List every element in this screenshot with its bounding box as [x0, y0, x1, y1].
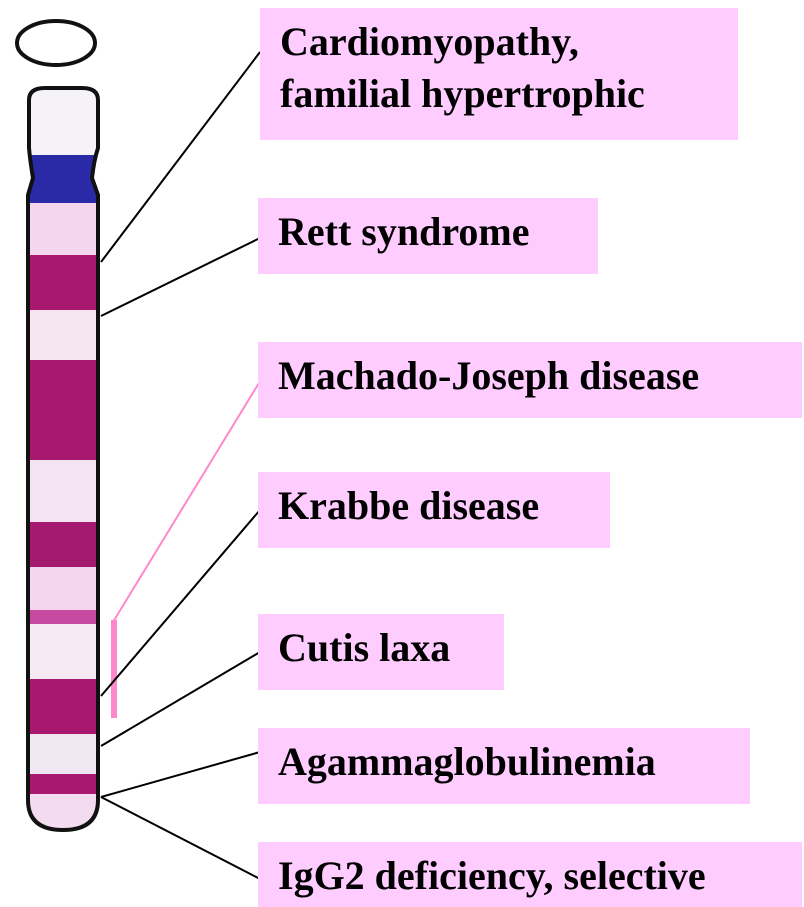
label-line: Krabbe disease: [278, 480, 590, 532]
label-line: familial hypertrophic: [280, 68, 718, 120]
connector-cardiomyopathy: [101, 52, 260, 262]
locus-marker-bar: [111, 620, 117, 718]
connector-agamma: [101, 752, 260, 797]
label-line: Cutis laxa: [278, 622, 484, 674]
chromosome-satellite: [17, 21, 95, 65]
label-line: Machado-Joseph disease: [278, 350, 782, 402]
connector-igg2: [101, 797, 262, 880]
connector-machado: [113, 378, 262, 622]
label-cutis: Cutis laxa: [258, 614, 504, 690]
label-machado: Machado-Joseph disease: [258, 342, 802, 418]
label-line: IgG2 deficiency, selective: [278, 850, 782, 902]
label-cardiomyopathy: Cardiomyopathy, familial hypertrophic: [260, 8, 738, 140]
label-krabbe: Krabbe disease: [258, 472, 610, 548]
label-agamma: Agammaglobulinemia: [258, 728, 750, 804]
label-line: Rett syndrome: [278, 206, 578, 258]
label-line: Agammaglobulinemia: [278, 736, 730, 788]
label-line: Cardiomyopathy,: [280, 16, 718, 68]
connector-cutis: [101, 652, 260, 746]
label-rett: Rett syndrome: [258, 198, 598, 274]
label-igg2: IgG2 deficiency, selective: [258, 842, 802, 907]
connector-rett: [101, 238, 260, 316]
